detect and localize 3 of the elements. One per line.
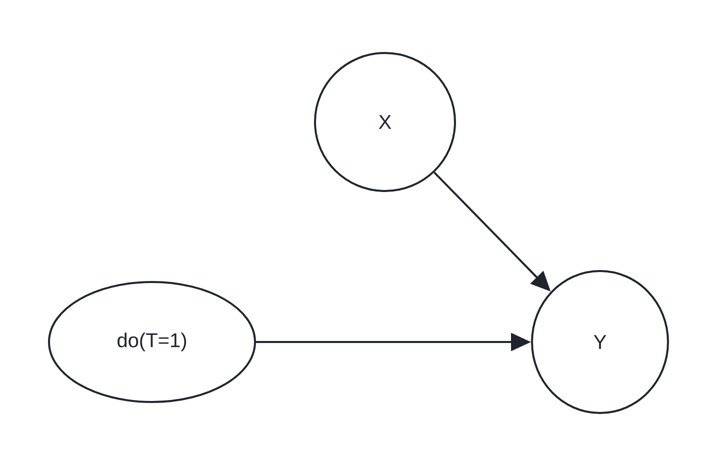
circle-node: Y [531, 270, 669, 414]
circle-node: X [314, 52, 456, 192]
ellipse-node: do(T=1) [48, 281, 256, 403]
